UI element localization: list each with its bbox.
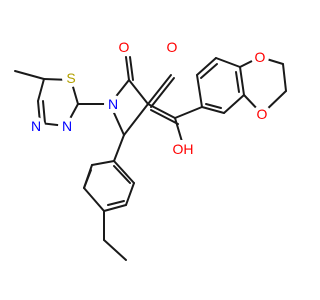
atom-label-o-dioxine-top: O bbox=[251, 48, 269, 66]
molecule-canvas: O O N S N N OH O bbox=[14, 38, 287, 261]
benzodioxine-group bbox=[196, 56, 287, 115]
atom-label-o-dioxine-bottom: O bbox=[253, 105, 271, 123]
atom-label-o-ketone-left: O bbox=[115, 38, 133, 56]
svg-text:N: N bbox=[62, 118, 72, 134]
svg-text:O: O bbox=[255, 49, 266, 65]
svg-text:N: N bbox=[31, 118, 41, 134]
atom-label-o-hydroxyl: OH bbox=[172, 140, 194, 157]
ethylphenyl-group bbox=[83, 134, 135, 261]
svg-text:N: N bbox=[108, 96, 118, 112]
carbonyl-bonds bbox=[125, 56, 175, 108]
svg-text:O: O bbox=[167, 39, 178, 55]
atom-label-o-ketone-right: O bbox=[163, 38, 181, 56]
svg-text:O: O bbox=[257, 106, 268, 122]
atom-label-n-pyrrolidine: N bbox=[104, 95, 122, 113]
svg-text:O: O bbox=[119, 39, 130, 55]
atom-label-n-thiadiazole-1: N bbox=[27, 117, 45, 135]
svg-text:S: S bbox=[66, 70, 75, 86]
atom-label-s-thiadiazole: S bbox=[62, 69, 80, 87]
atom-label-n-thiadiazole-2: N bbox=[58, 117, 76, 135]
enol-side-chain bbox=[147, 103, 203, 146]
svg-text:OH: OH bbox=[173, 141, 194, 157]
molecule-structure: O O N S N N OH O bbox=[14, 38, 287, 261]
